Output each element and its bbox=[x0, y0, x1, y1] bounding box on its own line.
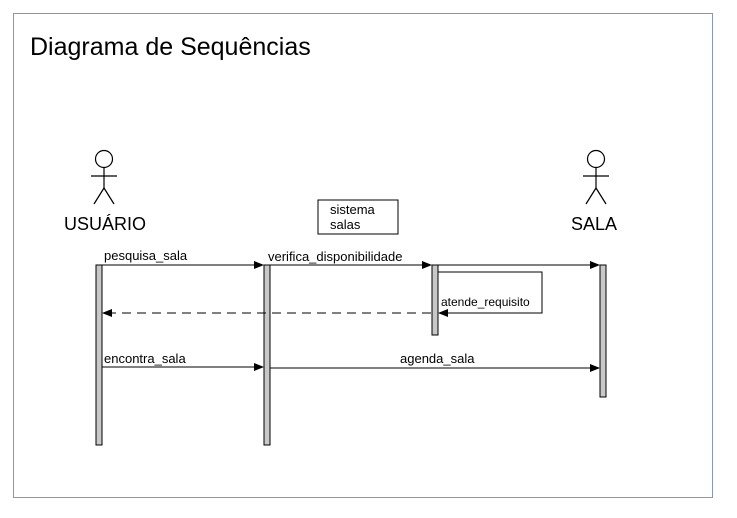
self-message-loop bbox=[438, 271, 543, 314]
activation-room bbox=[599, 264, 607, 398]
actor-user-icon bbox=[91, 149, 117, 205]
activation-middle bbox=[263, 264, 271, 446]
message-1-label: pesquisa_sala bbox=[104, 248, 188, 263]
system-label-line2: salas bbox=[330, 217, 361, 232]
activation-user bbox=[95, 264, 103, 446]
message-2-label: verifica_disponibilidade bbox=[268, 249, 402, 264]
message-5-label: agenda_sala bbox=[400, 351, 475, 366]
actor-room-label: SALA bbox=[571, 214, 617, 234]
activation-system bbox=[431, 264, 439, 336]
message-3-label: atende_requisito bbox=[441, 295, 530, 309]
diagram-frame bbox=[13, 13, 713, 498]
diagram-title: Diagrama de Sequências bbox=[30, 33, 311, 61]
message-4-label: encontra_sala bbox=[104, 351, 186, 366]
system-box bbox=[317, 199, 399, 235]
actor-room-icon bbox=[583, 149, 609, 205]
system-label-line1: sistema bbox=[330, 202, 376, 217]
actor-user-label: USUÁRIO bbox=[64, 214, 146, 234]
